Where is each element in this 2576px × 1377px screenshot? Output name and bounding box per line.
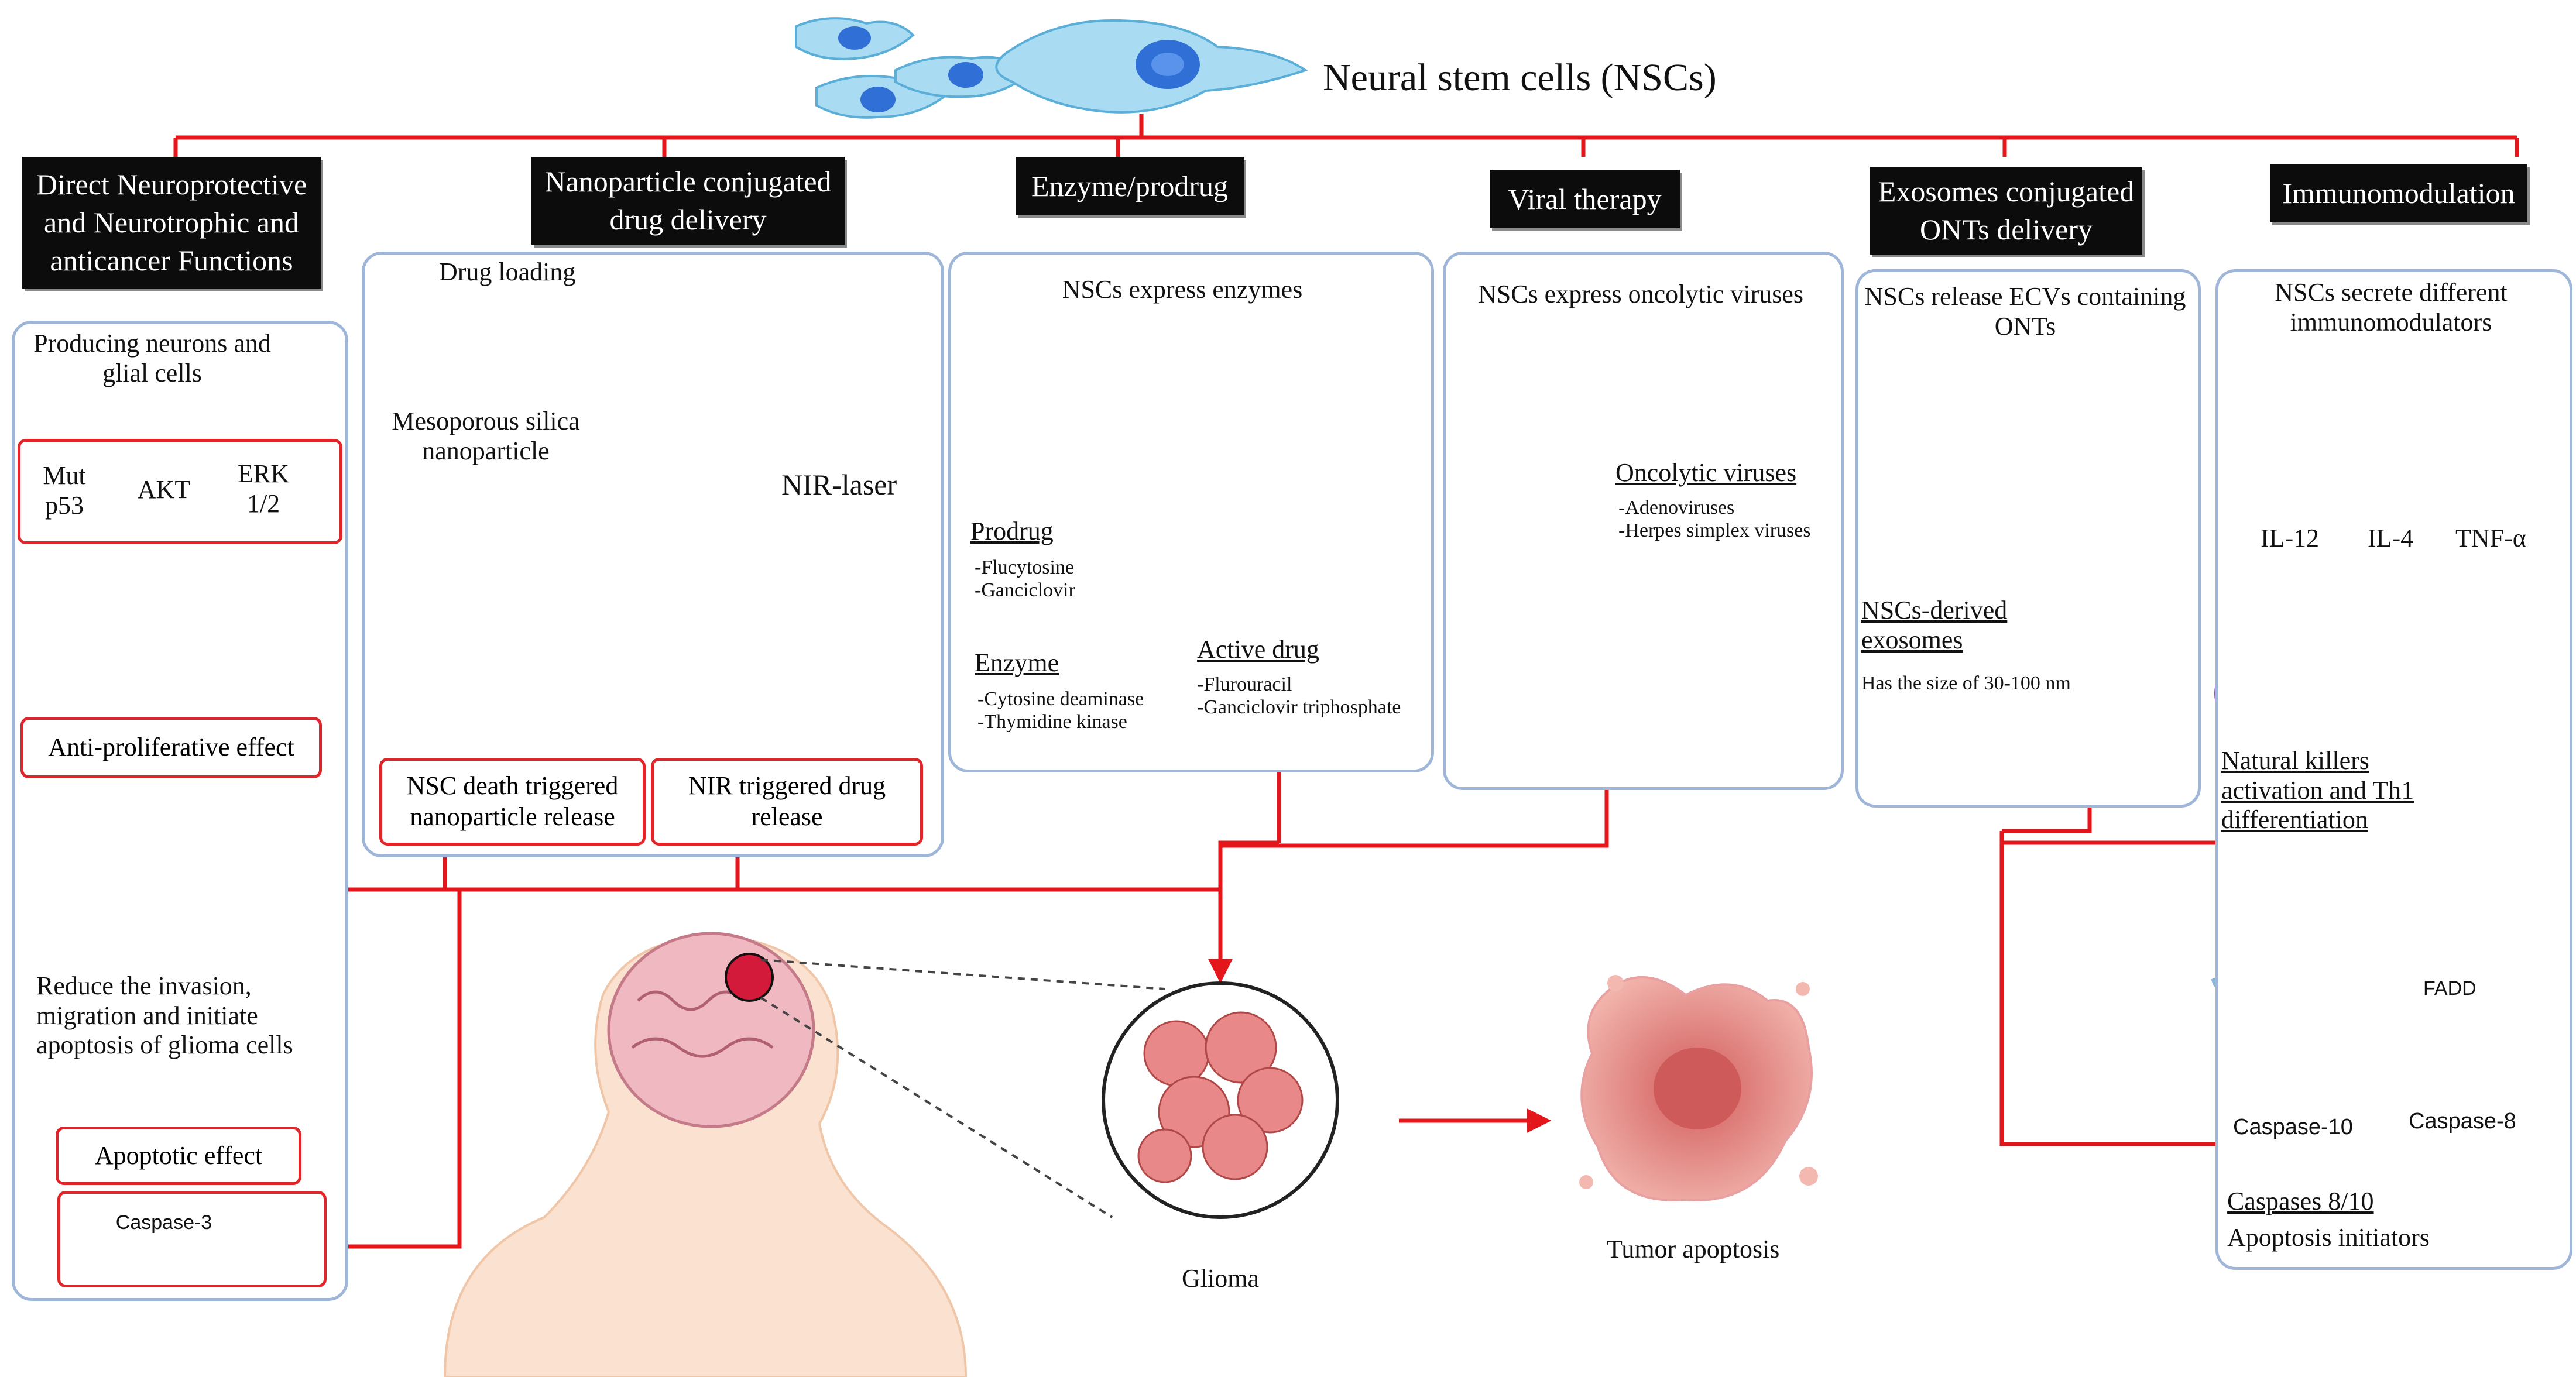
header-viral-therapy: Viral therapy — [1490, 170, 1680, 228]
silica-nanoparticle-label: Mesoporous silica nanoparticle — [392, 407, 580, 465]
oncolytic-items: -Adenoviruses -Herpes simplex viruses — [1618, 497, 1811, 542]
nir-laser-label: NIR-laser — [781, 468, 897, 501]
exosome-size-label: Has the size of 30-100 nm — [1861, 672, 2071, 694]
top-distribution-lines — [173, 114, 2519, 157]
p1-subtitle: Producing neurons and glial cells — [33, 329, 271, 387]
panel-immunomodulation — [2215, 269, 2572, 1270]
enzyme-label: Enzyme — [975, 648, 1059, 677]
prodrug-label: Prodrug — [970, 517, 1054, 545]
active-drug-label: Active drug — [1197, 635, 1319, 664]
enzyme-items: -Cytosine deaminase -Thymidine kinase — [977, 688, 1144, 733]
prodrug-items: -Flucytosine -Ganciclovir — [975, 557, 1075, 602]
oncolytic-viruses-label: Oncolytic viruses — [1615, 458, 1797, 487]
caspase10-label: Caspase-10 — [2233, 1115, 2353, 1139]
tnf-alpha-label: TNF-α — [2455, 524, 2526, 552]
il4-label: IL-4 — [2368, 524, 2414, 552]
header-direct-neuroprotective: Direct Neuroprotective and Neurotrophic … — [22, 157, 321, 289]
nsc-cluster — [795, 17, 1308, 119]
drug-loading-label: Drug loading — [439, 257, 576, 286]
header-immunomodulation: Immunomodulation — [2270, 164, 2527, 222]
header-enzyme-prodrug: Enzyme/prodrug — [1016, 157, 1244, 215]
active-drug-items: -Flurouracil -Ganciclovir triphosphate — [1197, 674, 1401, 719]
panel-nanoparticle — [362, 252, 944, 857]
header-nanoparticle: Nanoparticle conjugated drug delivery — [531, 157, 845, 245]
apoptosis-initiators-label: Apoptosis initiators — [2227, 1223, 2430, 1252]
page-title: Neural stem cells (NSCs) — [1323, 56, 1717, 99]
il12-label: IL-12 — [2261, 524, 2320, 552]
derived-exosomes-label: NSCs-derived exosomes — [1861, 596, 2008, 654]
apoptotic-effect-box: Apoptotic effect — [56, 1127, 301, 1185]
express-enzymes-label: NSCs express enzymes — [1062, 275, 1303, 304]
express-viruses-label: NSCs express oncolytic viruses — [1477, 280, 1804, 308]
tumor-apoptosis-label: Tumor apoptosis — [1607, 1235, 1780, 1263]
glioma-label: Glioma — [1182, 1264, 1259, 1293]
erk-label: ERK 1/2 — [238, 459, 289, 518]
caspase3-box — [57, 1191, 327, 1287]
mtor-label: mTOR — [174, 651, 233, 673]
panel-exosomes — [1855, 269, 2201, 808]
nir-release-box: NIR triggered drug release — [651, 758, 923, 846]
reduce-invasion-text: Reduce the invasion, migration and initi… — [36, 971, 293, 1060]
caspase3-label: Caspase-3 — [115, 1211, 212, 1234]
tumor-apoptosis-illustration — [1579, 975, 1818, 1201]
panel-enzyme-prodrug — [948, 252, 1434, 772]
secrete-label: NSCs secrete different immunomodulators — [2275, 278, 2508, 336]
nsc-death-box: NSC death triggered nanoparticle release — [379, 758, 646, 846]
head-brain-illustration — [443, 932, 1339, 1377]
header-exosomes: Exosomes conjugated ONTs delivery — [1870, 167, 2142, 255]
caspases-810-label: Caspases 8/10 — [2227, 1187, 2374, 1215]
caspase8-label: Caspase-8 — [2409, 1109, 2516, 1134]
panel-viral-therapy — [1443, 252, 1844, 790]
wildtype-p53-label: wild-type p53 — [26, 638, 106, 684]
nk-activation-label: Natural killers activation and Th1 diffe… — [2221, 746, 2414, 835]
mut-p53-label: Mut p53 — [43, 461, 86, 520]
akt-label: AKT — [137, 475, 191, 504]
release-ecvs-label: NSCs release ECVs containing ONTs — [1864, 282, 2186, 341]
p1-signaling-box — [18, 439, 342, 544]
fadd-label: FADD — [2423, 977, 2476, 1000]
anti-proliferative-box: Anti-proliferative effect — [20, 717, 322, 778]
